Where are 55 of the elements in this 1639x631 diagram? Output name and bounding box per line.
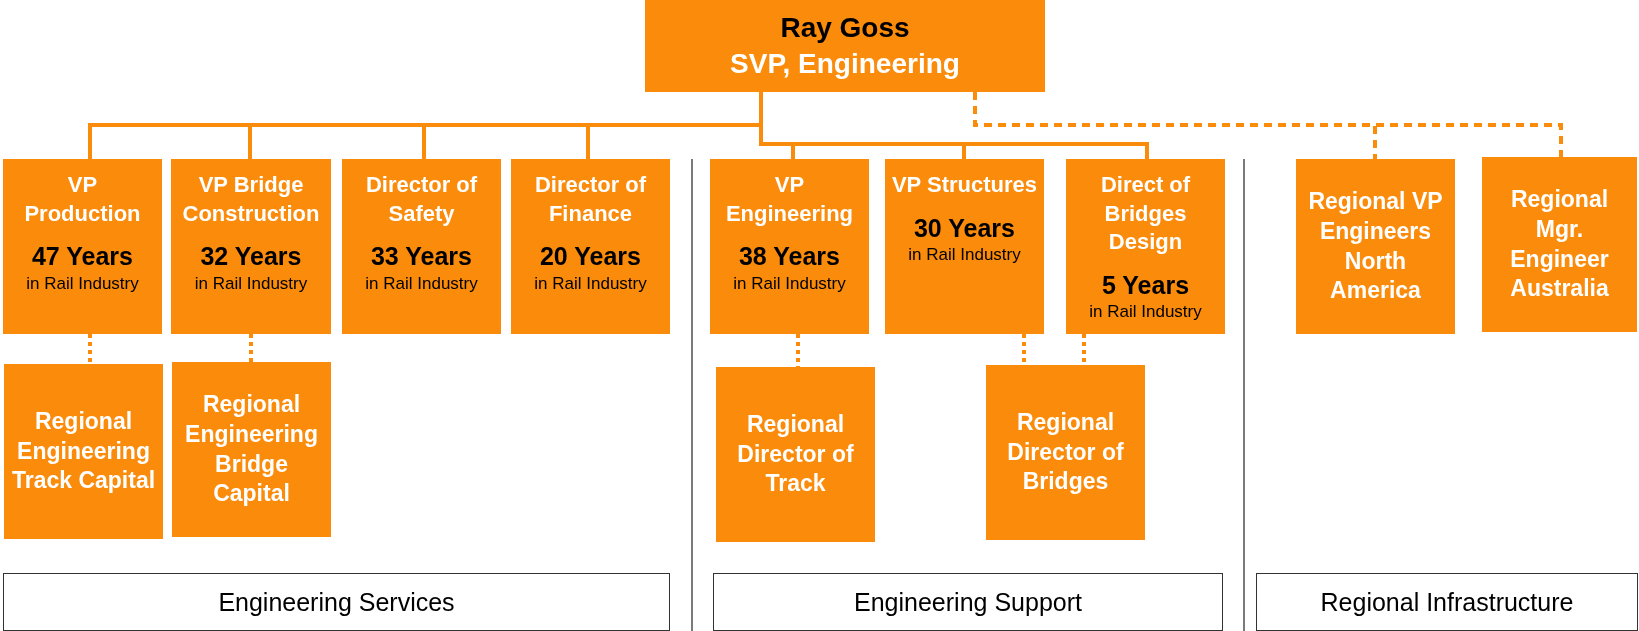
org-box — [171, 159, 331, 334]
section-label-box — [3, 573, 670, 631]
section-title: Engineering Services — [218, 586, 455, 618]
org-box — [342, 159, 501, 334]
org-box — [1066, 159, 1225, 334]
org-text: 32 Years — [200, 241, 302, 273]
org-text: 30 Years — [913, 212, 1015, 244]
org-text: Ray Goss — [780, 10, 910, 45]
org-box — [716, 367, 875, 542]
org-box — [1482, 157, 1637, 332]
section-label-box — [1256, 573, 1638, 631]
org-box — [511, 159, 670, 334]
connector-line — [759, 92, 1149, 159]
org-text: 38 Years — [738, 241, 840, 273]
org-text: Regional Mgr. Engineer Australia — [1509, 184, 1610, 304]
org-text: Director of Finance — [533, 171, 648, 228]
org-text: in Rail Industry — [194, 272, 308, 295]
section-label-box — [713, 573, 1223, 631]
org-text: Regional Director of Track — [736, 409, 855, 499]
org-text: VP Production — [23, 171, 142, 228]
org-text: 5 Years — [1101, 269, 1190, 301]
org-text: 33 Years — [370, 241, 472, 273]
connector-line — [1082, 334, 1086, 365]
connector-line — [249, 334, 253, 362]
org-text: Director of Safety — [364, 171, 479, 228]
org-box — [1296, 159, 1455, 334]
org-text: Regional Engineering Track Capital — [10, 406, 157, 496]
org-text: VP Bridge Construction — [181, 171, 321, 228]
org-box — [645, 0, 1045, 92]
org-text: 20 Years — [539, 241, 641, 273]
org-text: Direct of Bridges Design — [1099, 171, 1192, 257]
org-text: Regional Director of Bridges — [1006, 407, 1125, 497]
connector-line — [1022, 334, 1026, 365]
org-text: in Rail Industry — [733, 272, 846, 295]
org-box — [986, 365, 1145, 540]
org-text: Regional VP Engineers North America — [1307, 186, 1444, 306]
org-box — [4, 364, 163, 539]
org-box — [885, 159, 1044, 334]
org-text: in Rail Industry — [908, 244, 1021, 267]
org-text: in Rail Industry — [1089, 301, 1202, 324]
org-box — [710, 159, 869, 334]
org-box — [172, 362, 331, 537]
section-title: Engineering Support — [854, 586, 1082, 618]
org-box — [3, 159, 162, 334]
org-text: Regional Engineering Bridge Capital — [184, 389, 319, 509]
org-text: 47 Years — [31, 241, 133, 273]
org-text: in Rail Industry — [534, 272, 647, 295]
org-text: VP Structures — [891, 171, 1038, 199]
connector-line — [88, 334, 92, 364]
org-text: in Rail Industry — [26, 272, 139, 295]
org-text: VP Engineering — [724, 171, 855, 228]
section-title: Regional Infrastructure — [1320, 586, 1574, 618]
connector-line — [796, 334, 800, 367]
org-text: in Rail Industry — [365, 272, 478, 295]
org-text: SVP, Engineering — [730, 47, 960, 81]
